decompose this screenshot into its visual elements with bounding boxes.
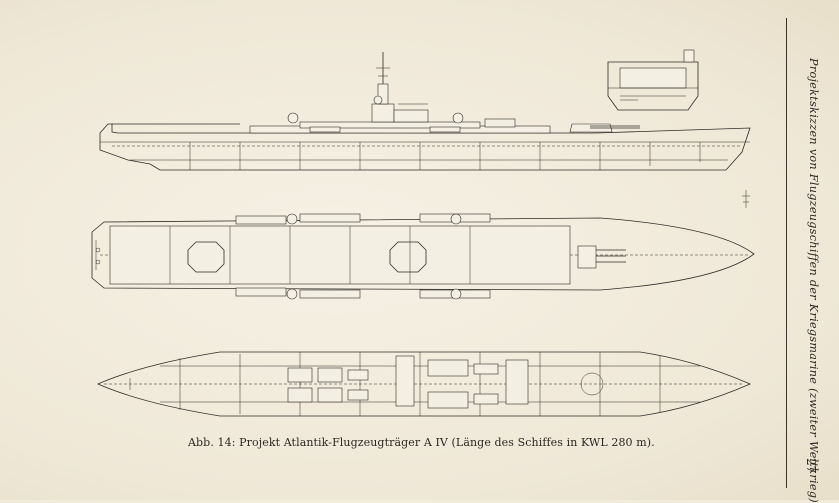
scale-marker [742, 190, 750, 208]
flight-deck-plan-view [91, 213, 755, 300]
running-title: Projektskizzen von Flugzeugschiffen der … [807, 58, 820, 503]
margin-rule [786, 18, 787, 488]
side-profile-view [99, 52, 751, 171]
hangar-deck-plan-view [97, 351, 751, 417]
midship-cross-section-view [607, 49, 699, 111]
figure-caption: Abb. 14: Projekt Atlantik-Flugzeugträger… [188, 436, 655, 449]
page-number: 27 [804, 458, 818, 474]
